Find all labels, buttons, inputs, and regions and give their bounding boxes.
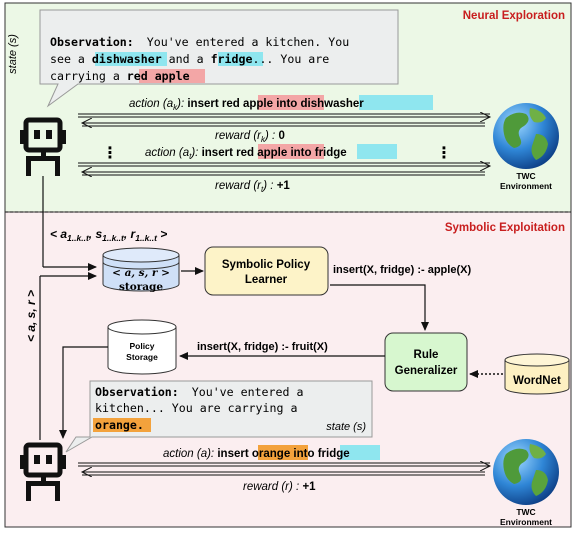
wordnet-label: WordNet	[513, 375, 561, 387]
dishwasher-highlight	[95, 52, 167, 66]
red-apple-word: red apple	[127, 69, 190, 83]
reward-k-label: reward (rk) : 0	[215, 130, 285, 144]
globe-icon	[493, 103, 559, 169]
action-k-label: action (ak): insert red apple into dishw…	[129, 98, 364, 112]
policy-storage-line2: Storage	[126, 352, 158, 362]
neural-state-label: state (s)	[7, 34, 19, 74]
action-fridge-highlight	[340, 445, 380, 460]
obs-line2-mid: and a	[162, 52, 211, 66]
action-k-red-apple-highlight	[258, 95, 324, 110]
fridge-highlight	[218, 52, 263, 66]
symbolic-reward-label: reward (r) : +1	[243, 481, 316, 493]
rule-generalizer-line1: Rule	[414, 349, 439, 361]
neural-observation-line2: see a dishwasher and a fridge... You are	[50, 52, 329, 66]
policy-learner-line2: Learner	[245, 274, 288, 286]
observation-label: Observation:	[50, 35, 134, 49]
symbolic-env-line1: TWC	[516, 507, 535, 517]
specific-rule: insert(X, fridge) :- apple(X)	[333, 264, 471, 276]
symbolic-action-label: action (a): insert orange into fridge	[163, 448, 350, 460]
action-t-label: action (at): insert red apple into fridg…	[145, 147, 347, 161]
symbolic-observation-bubble	[65, 380, 373, 453]
general-rule: insert(X, fridge) :- fruit(X)	[197, 341, 328, 353]
neural-title: Neural Exploration	[463, 10, 565, 22]
obs-line2-post: ... You are	[252, 52, 329, 66]
wordnet-database-icon	[504, 353, 570, 395]
symbolic-observation-line1: Observation: You've entered a	[95, 385, 303, 399]
feedback-tuple-label: < a, s, r >	[24, 290, 38, 342]
dishwasher-word: dishwasher	[92, 52, 162, 66]
obs-line3-pre: carrying a	[50, 69, 127, 83]
obs-line2-pre: see a	[50, 52, 92, 66]
red-apple-highlight	[139, 69, 205, 83]
trajectory-label: < a1..k..t, s1..k..t, r1..k..t >	[50, 227, 167, 243]
neural-env-line2: Environment	[500, 181, 552, 191]
policy-storage-database-icon	[107, 319, 177, 375]
symbolic-policy-learner-box	[204, 246, 329, 296]
storage-tuple: < a, s, r >	[112, 267, 170, 279]
action-t-fridge-highlight	[357, 144, 397, 159]
action-k-dishwasher-highlight	[359, 95, 433, 110]
ellipsis-right: ⋮	[436, 143, 452, 162]
neural-observation-line1: Observation: You've entered a kitchen. Y…	[50, 35, 349, 49]
globe-symbolic-icon	[493, 439, 559, 505]
robot-agent-symbolic-icon	[20, 442, 66, 501]
symbolic-observation-line2: kitchen... You are carrying a	[95, 401, 297, 415]
orange-word: orange.	[95, 418, 144, 432]
orange-highlight	[93, 418, 151, 432]
neural-env-line1: TWC	[516, 171, 535, 181]
storage-database-icon	[102, 247, 180, 292]
symbolic-state-label: state (s)	[326, 421, 366, 433]
action-t-red-apple-highlight	[258, 144, 324, 159]
rule-generalizer-box	[384, 332, 468, 392]
robot-agent-icon	[20, 117, 66, 176]
learner-to-generalizer-arrow	[330, 284, 429, 331]
policy-learner-line1: Symbolic Policy	[222, 259, 311, 271]
action-orange-highlight	[258, 445, 308, 460]
reward-t-label: reward (rt) : +1	[215, 180, 290, 194]
symbolic-title: Symbolic Exploitation	[445, 222, 565, 234]
rule-generalizer-line2: Generalizer	[395, 365, 458, 377]
symbolic-env-line2: Environment	[500, 517, 552, 527]
fridge-word: fridge	[211, 52, 253, 66]
policy-storage-line1: Policy	[129, 341, 154, 351]
storage-label: storage	[119, 281, 163, 293]
policy-storage-to-robot-arrow	[59, 346, 108, 439]
ellipsis-left: ⋮	[102, 143, 118, 162]
observation-text: You've entered a kitchen. You	[147, 35, 349, 49]
neural-observation-line3: carrying a red apple	[50, 69, 190, 83]
